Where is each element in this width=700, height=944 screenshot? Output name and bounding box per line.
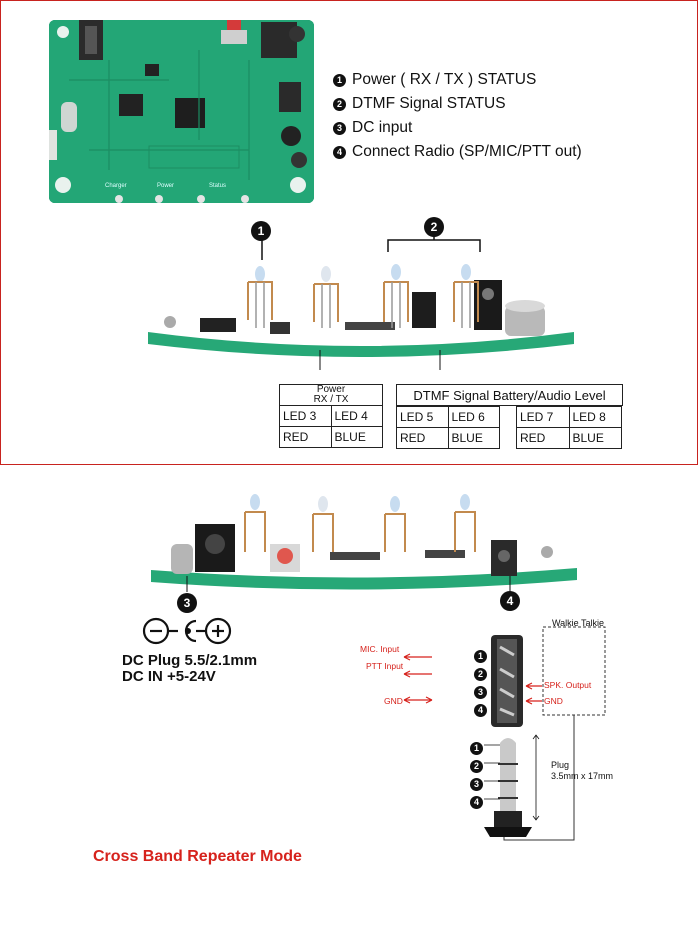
pin-number: 1 bbox=[470, 741, 483, 755]
legend-item-1: 1 Power ( RX / TX ) STATUS bbox=[333, 68, 582, 92]
board-label-power: Power bbox=[157, 183, 175, 189]
jack-pin-3: 3 bbox=[474, 682, 493, 700]
led-cell: LED 3 bbox=[279, 405, 332, 427]
pin-number: 3 bbox=[474, 685, 487, 699]
color-cell: BLUE bbox=[568, 427, 622, 449]
pcb-top-graphic bbox=[49, 20, 314, 203]
board-label-charger: Charger bbox=[105, 183, 127, 189]
led-7-8 bbox=[453, 264, 479, 328]
legend-number: 3 bbox=[333, 121, 346, 135]
jack-plug-diagram bbox=[403, 626, 606, 841]
plug-pin-1: 1 bbox=[470, 738, 489, 756]
top-section-frame bbox=[0, 0, 698, 465]
jack-pin-4: 4 bbox=[474, 700, 493, 718]
led-cell: LED 8 bbox=[568, 406, 622, 428]
dc-plug-line1: DC Plug 5.5/2.1mm bbox=[122, 652, 258, 669]
spk-output-label: SPK. Output bbox=[544, 680, 592, 690]
legend-item-4: 4 Connect Radio (SP/MIC/PTT out) bbox=[333, 140, 582, 164]
jack-pin-2: 2 bbox=[474, 664, 493, 682]
power-title-line2: RX / TX bbox=[313, 394, 349, 405]
legend-text: DC input bbox=[352, 119, 413, 136]
mic-input-label: MIC. Input bbox=[360, 644, 400, 654]
callout-1: 1 bbox=[251, 221, 271, 241]
board-label-status: Status bbox=[209, 183, 227, 189]
pcb-top-view: Charger Power Status bbox=[49, 20, 314, 203]
dc-plug-line2: DC IN +5-24V bbox=[122, 668, 216, 685]
plug-pin-3: 3 bbox=[470, 774, 489, 792]
legend-list: 1 Power ( RX / TX ) STATUS 2 DTMF Signal S… bbox=[333, 68, 582, 164]
led-cell: LED 7 bbox=[516, 406, 570, 428]
callout-number: 4 bbox=[500, 591, 520, 611]
legend-text: Connect Radio (SP/MIC/PTT out) bbox=[352, 143, 582, 160]
legend-text: DTMF Signal STATUS bbox=[352, 95, 506, 112]
dtmf-table-title: DTMF Signal Battery/Audio Level bbox=[396, 384, 623, 406]
callout-2: 2 bbox=[424, 217, 444, 237]
legend-item-3: 3 DC input bbox=[333, 116, 582, 140]
pin-number: 3 bbox=[470, 777, 483, 791]
jack-pin-1: 1 bbox=[474, 646, 493, 664]
pin-number: 2 bbox=[470, 759, 483, 773]
gnd-left-label: GND bbox=[384, 696, 403, 706]
pcb-side-view-connectors bbox=[151, 494, 577, 592]
legend-number: 2 bbox=[333, 97, 346, 111]
color-cell: BLUE bbox=[447, 427, 500, 449]
walkie-talkie-label: Walkie Talkie bbox=[552, 618, 605, 628]
legend-text: Power ( RX / TX ) STATUS bbox=[352, 71, 537, 88]
led-3 bbox=[247, 266, 273, 328]
pin-number: 2 bbox=[474, 667, 487, 681]
plug-pin-4: 4 bbox=[470, 792, 489, 810]
plug-spec-line2: 3.5mm x 17mm bbox=[551, 771, 614, 781]
led-4 bbox=[313, 266, 339, 328]
color-cell: BLUE bbox=[330, 426, 383, 448]
led-5-6 bbox=[383, 264, 409, 328]
callout-3: 3 bbox=[177, 593, 197, 613]
plug-spec: Plug 3.5mm x 17mm bbox=[551, 760, 613, 782]
led-cell: LED 6 bbox=[447, 406, 500, 428]
led-cell: LED 4 bbox=[330, 405, 383, 427]
pin-number: 4 bbox=[470, 795, 483, 809]
callout-4: 4 bbox=[500, 591, 520, 611]
dc-polarity-symbol bbox=[142, 617, 232, 645]
callout-number: 1 bbox=[251, 221, 271, 241]
plug-spec-line1: Plug bbox=[551, 760, 570, 770]
legend-item-2: 2 DTMF Signal STATUS bbox=[333, 92, 582, 116]
callout-number: 2 bbox=[424, 217, 444, 237]
power-title-line1: Power bbox=[316, 384, 346, 395]
pin-number: 1 bbox=[474, 649, 487, 663]
pin-number: 4 bbox=[474, 703, 487, 717]
callout-number: 3 bbox=[177, 593, 197, 613]
led-cell: LED 5 bbox=[396, 406, 449, 428]
mode-caption: Cross Band Repeater Mode bbox=[93, 848, 302, 865]
pcb-side-view-leds bbox=[148, 234, 574, 370]
gnd-right-label: GND bbox=[544, 696, 563, 706]
color-cell: RED bbox=[396, 427, 449, 449]
legend-number: 1 bbox=[333, 73, 346, 87]
color-cell: RED bbox=[279, 426, 332, 448]
legend-number: 4 bbox=[333, 145, 346, 159]
plug-pin-2: 2 bbox=[470, 756, 489, 774]
color-cell: RED bbox=[516, 427, 570, 449]
ptt-input-label: PTT Input bbox=[366, 661, 404, 671]
dc-plug-spec: DC Plug 5.5/2.1mm DC IN +5-24V bbox=[122, 653, 257, 685]
